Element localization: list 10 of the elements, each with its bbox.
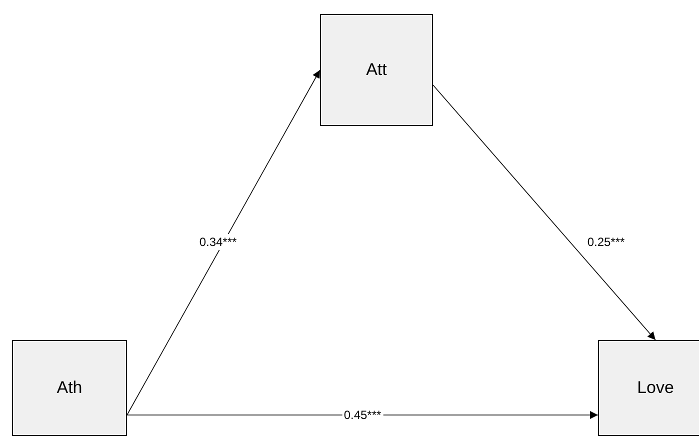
edge-label: 0.34*** (197, 234, 239, 250)
arrow (126, 411, 598, 419)
variable-name: Att (366, 60, 387, 80)
variable-name: Love (637, 378, 674, 398)
variable-box (598, 340, 699, 436)
variable-box (12, 340, 127, 436)
variable-box (320, 14, 433, 126)
variable-name: Ath (56, 378, 82, 398)
arrow (432, 84, 656, 340)
arrow (126, 70, 320, 416)
